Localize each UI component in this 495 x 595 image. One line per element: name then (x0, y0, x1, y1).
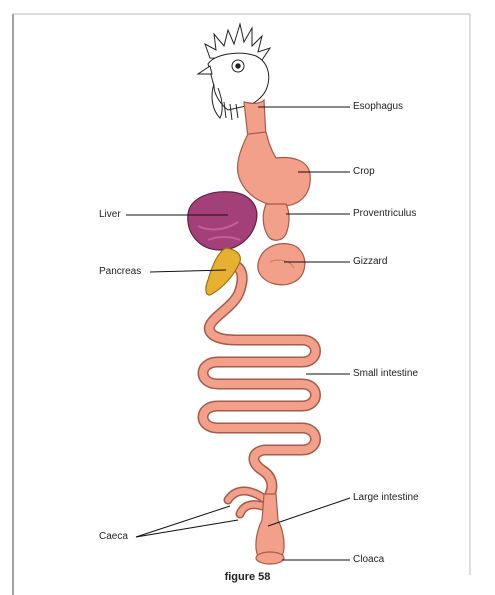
label-cloaca: Cloaca (353, 554, 384, 566)
cloaca (256, 552, 284, 564)
caeca-leader-lower (136, 520, 238, 537)
proventriculus (263, 204, 289, 240)
liver (188, 192, 257, 250)
label-crop: Crop (353, 166, 375, 178)
label-pancreas: Pancreas (99, 266, 141, 278)
label-esophagus: Esophagus (353, 101, 403, 113)
large-intestine-leader (268, 498, 350, 526)
label-large-intestine: Large intestine (353, 492, 419, 504)
label-caeca: Caeca (99, 531, 128, 543)
label-liver: Liver (99, 209, 121, 221)
gizzard (258, 244, 305, 285)
label-proventriculus: Proventriculus (353, 208, 416, 220)
crop (238, 132, 311, 206)
label-small-intestine: Small intestine (353, 368, 418, 380)
digestive-tract (188, 100, 316, 564)
label-gizzard: Gizzard (353, 256, 387, 268)
figure-caption: figure 58 (0, 571, 495, 583)
caeca-leader-upper (136, 506, 230, 537)
